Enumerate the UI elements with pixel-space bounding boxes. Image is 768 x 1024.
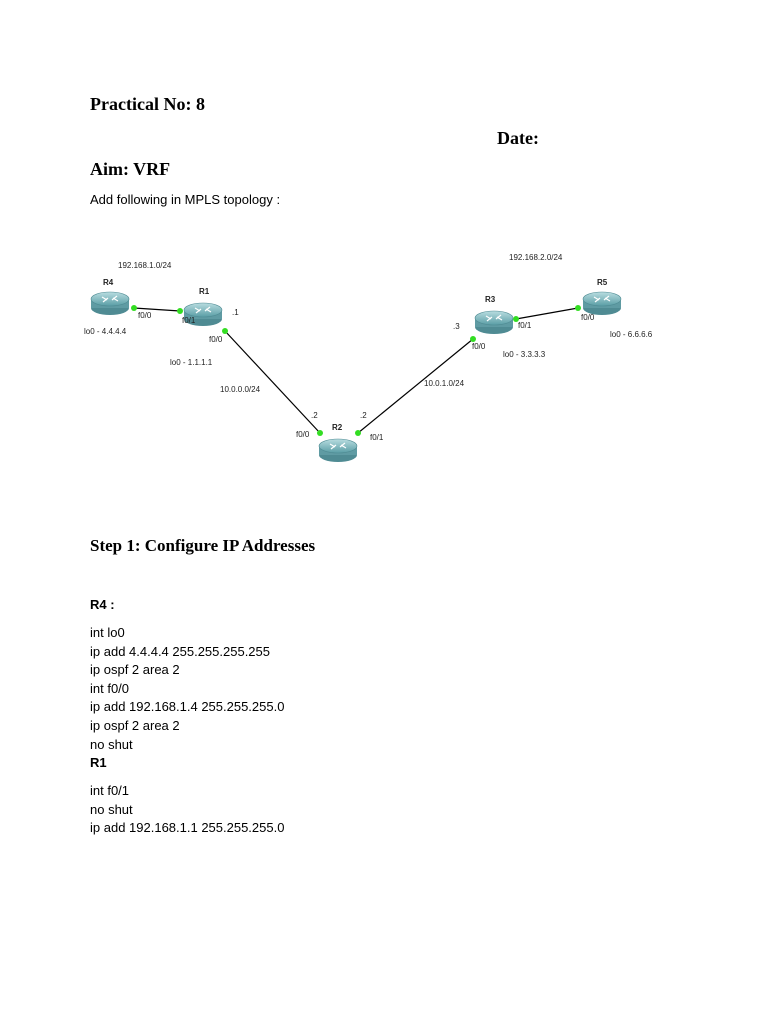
address-label: .1 xyxy=(232,308,239,317)
config-line: ip add 4.4.4.4 255.255.255.255 xyxy=(90,643,270,659)
step1-heading: Step 1: Configure IP Addresses xyxy=(90,536,316,555)
link-r1-r2 xyxy=(224,330,321,434)
r1-config-heading: R1 xyxy=(90,755,107,771)
interface-dot xyxy=(317,430,323,436)
r4-config-heading: R4 : xyxy=(90,597,115,612)
aim-heading: Aim: VRF xyxy=(90,159,171,179)
config-line: int f0/0 xyxy=(90,680,130,696)
network-label: 192.168.1.0/24 xyxy=(118,261,172,270)
interface-dot xyxy=(575,305,581,311)
interface-dot xyxy=(355,430,361,436)
interface-dot xyxy=(131,305,137,311)
interface-label: f0/0 xyxy=(209,335,223,344)
mpls-topology-diagram: R4 R1 R2 R3 R5 192.168.1.0/24 192.168.2.… xyxy=(84,253,653,463)
router-r5-icon xyxy=(582,291,622,316)
interface-label: f0/1 xyxy=(182,316,196,325)
link-r4-r1 xyxy=(133,307,181,312)
interface-dot xyxy=(177,308,183,314)
config-line: int lo0 xyxy=(90,625,125,640)
router-name-r3: R3 xyxy=(485,295,496,304)
config-line: no shut xyxy=(90,801,133,817)
r4-config-block: int lo0 ip add 4.4.4.4 255.255.255.255 i… xyxy=(90,624,284,773)
link-r2-r3 xyxy=(357,338,474,434)
date-label: Date: xyxy=(497,128,539,148)
router-name-r1: R1 xyxy=(199,287,210,296)
config-line: ip add 192.168.1.1 255.255.255.0 xyxy=(90,820,285,836)
loopback-label: lo0 - 1.1.1.1 xyxy=(170,358,213,367)
practical-title: Practical No: 8 xyxy=(90,94,205,114)
router-name-r5: R5 xyxy=(597,278,608,287)
interface-label: f0/0 xyxy=(472,342,486,351)
address-label: .2 xyxy=(311,411,318,420)
router-r2-icon xyxy=(318,438,358,463)
interface-dot xyxy=(470,336,476,342)
router-r3-icon xyxy=(474,310,514,335)
r1-config-block: int f0/1 no shut ip add 192.168.1.1 255.… xyxy=(90,782,284,838)
loopback-label: lo0 - 4.4.4.4 xyxy=(84,327,127,336)
interface-dot xyxy=(222,328,228,334)
address-label: .2 xyxy=(360,411,367,420)
interface-label: f0/0 xyxy=(581,313,595,322)
interface-label: f0/1 xyxy=(370,433,384,442)
intro-text: Add following in MPLS topology : xyxy=(90,192,281,207)
network-label: 10.0.0.0/24 xyxy=(220,385,261,394)
router-name-r4: R4 xyxy=(103,278,114,287)
router-name-r2: R2 xyxy=(332,423,343,432)
interface-label: f0/0 xyxy=(296,430,310,439)
config-line: ip add 192.168.1.4 255.255.255.0 xyxy=(90,699,285,715)
interface-label: f0/1 xyxy=(518,321,532,330)
config-line: ip ospf 2 area 2 xyxy=(90,662,180,678)
interface-label: f0/0 xyxy=(138,311,152,320)
interface-dot xyxy=(513,316,519,322)
config-line: no shut xyxy=(90,736,133,752)
address-label: .3 xyxy=(453,322,460,331)
network-label: 10.0.1.0/24 xyxy=(424,379,465,388)
link-r3-r5 xyxy=(515,307,579,320)
config-line: ip ospf 2 area 2 xyxy=(90,717,180,733)
network-label: 192.168.2.0/24 xyxy=(509,253,563,262)
loopback-label: lo0 - 6.6.6.6 xyxy=(610,330,653,339)
router-r4-icon xyxy=(90,291,130,316)
config-line: int f0/1 xyxy=(90,783,130,798)
loopback-label: lo0 - 3.3.3.3 xyxy=(503,350,546,359)
